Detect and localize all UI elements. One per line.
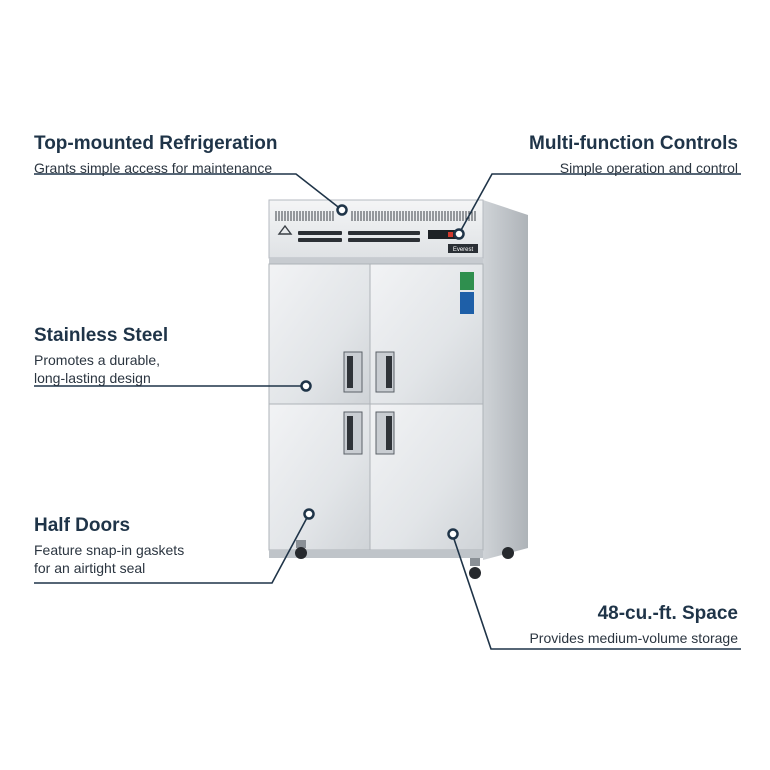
- brand-logo-icon: [277, 224, 293, 235]
- callout-doors: Half Doors Feature snap-in gaskets for a…: [34, 515, 184, 577]
- leader-line-refrigeration: [34, 173, 343, 211]
- callout-description: Promotes a durable, long-lasting design: [34, 352, 161, 386]
- casters: [295, 540, 514, 579]
- controller-display: [428, 230, 456, 239]
- callout-markers: [300, 204, 465, 540]
- leader-line-controls: [459, 173, 741, 233]
- callout-title: Top-mounted Refrigeration: [34, 133, 278, 154]
- vent-slot: [298, 238, 342, 242]
- callout-description: Feature snap-in gaskets for an airtight …: [34, 542, 185, 576]
- cabinet-side: [483, 200, 528, 560]
- marker-space: [447, 528, 459, 540]
- marker-doors: [303, 508, 315, 520]
- callout-title: 48-cu.-ft. Space: [597, 603, 738, 624]
- eco-label: [460, 272, 474, 290]
- callout-title: Stainless Steel: [34, 325, 169, 346]
- callout-space: 48-cu.-ft. Space Provides medium-volume …: [529, 603, 738, 647]
- callout-controls: Multi-function Controls Simple operation…: [529, 133, 738, 177]
- leader-line-doors: [34, 513, 310, 584]
- callout-description: Provides medium-volume storage: [529, 630, 738, 646]
- marker-refrigeration: [336, 204, 348, 216]
- brand-plate: [448, 244, 478, 253]
- cabinet-base: [269, 550, 483, 558]
- leader-line-space: [452, 535, 741, 650]
- top-grille: [275, 211, 476, 221]
- controller-led: [448, 232, 453, 237]
- door-handles: [343, 351, 395, 455]
- callout-description: Simple operation and control: [559, 160, 738, 176]
- callout-title: Half Doors: [34, 515, 131, 536]
- callout-description: Grants simple access for maintenance: [34, 160, 273, 176]
- vent-slot: [348, 231, 420, 235]
- marker-controls: [453, 228, 465, 240]
- divider-band: [269, 258, 483, 264]
- callout-title: Multi-function Controls: [529, 133, 738, 154]
- top-unit: [268, 199, 484, 259]
- vent-slot: [348, 238, 420, 242]
- leader-lines: [34, 173, 741, 650]
- vent-slot: [298, 231, 342, 235]
- marker-steel: [300, 380, 312, 392]
- callout-steel: Stainless Steel Promotes a durable, long…: [34, 325, 168, 387]
- brand-plate-text: Everest: [453, 247, 474, 253]
- energy-star-label: [460, 292, 474, 314]
- callout-refrigeration: Top-mounted Refrigeration Grants simple …: [34, 133, 277, 177]
